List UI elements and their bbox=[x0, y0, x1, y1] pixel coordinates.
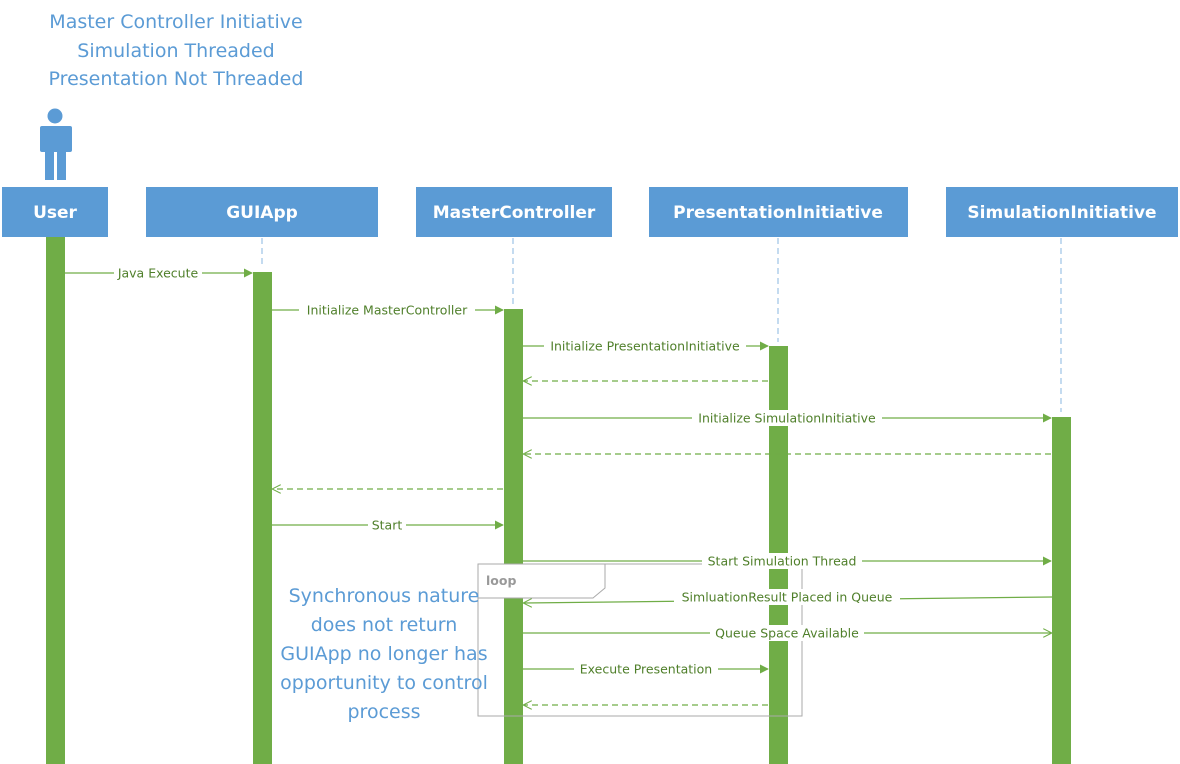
msg-java-execute-label: Java Execute bbox=[117, 266, 199, 281]
header-mastercontroller-label: MasterController bbox=[433, 203, 596, 223]
msg-start-label: Start bbox=[372, 518, 403, 533]
msg-simulationresult-label: SimluationResult Placed in Queue bbox=[682, 590, 893, 605]
msg-queue-space-label: Queue Space Available bbox=[715, 626, 859, 641]
msg-start-simulation-thread-label: Start Simulation Thread bbox=[708, 554, 857, 569]
msg-initialize-presentationinitiative-label: Initialize PresentationInitiative bbox=[550, 339, 740, 354]
note-line-4: opportunity to control bbox=[280, 672, 488, 694]
header-mastercontroller: MasterController bbox=[416, 187, 612, 237]
activation-user bbox=[46, 236, 65, 764]
msg-initialize-simulationinitiative-label: Initialize SimulationInitiative bbox=[698, 411, 876, 426]
title-line-3: Presentation Not Threaded bbox=[48, 68, 304, 90]
header-guiapp: GUIApp bbox=[146, 187, 378, 237]
msg-execute-presentation-label: Execute Presentation bbox=[580, 662, 712, 677]
title-line-2: Simulation Threaded bbox=[77, 39, 275, 62]
header-simulationinitiative: SimulationInitiative bbox=[946, 187, 1178, 237]
loop-label: loop bbox=[486, 573, 516, 588]
activation-mastercontroller bbox=[504, 309, 523, 764]
note-line-3: GUIApp no longer has bbox=[280, 643, 488, 665]
title-line-1: Master Controller Initiative bbox=[49, 11, 303, 33]
user-actor-icon bbox=[40, 108, 72, 180]
note-line-5: process bbox=[347, 701, 421, 723]
activation-guiapp bbox=[253, 272, 272, 764]
note-line-1: Synchronous nature bbox=[288, 585, 480, 607]
header-simulationinitiative-label: SimulationInitiative bbox=[967, 203, 1156, 223]
note-line-2: does not return bbox=[310, 614, 458, 636]
header-user-label: User bbox=[33, 203, 77, 223]
synchronous-note: Synchronous nature does not return GUIAp… bbox=[268, 582, 500, 727]
header-presentationinitiative-label: PresentationInitiative bbox=[673, 203, 883, 223]
msg-initialize-mastercontroller-label: Initialize MasterController bbox=[307, 303, 468, 318]
header-presentationinitiative: PresentationInitiative bbox=[649, 187, 908, 237]
diagram-title: Master Controller Initiative Simulation … bbox=[0, 8, 352, 94]
activation-simulationinitiative bbox=[1052, 417, 1071, 764]
header-user: User bbox=[2, 187, 108, 237]
header-guiapp-label: GUIApp bbox=[226, 203, 298, 223]
